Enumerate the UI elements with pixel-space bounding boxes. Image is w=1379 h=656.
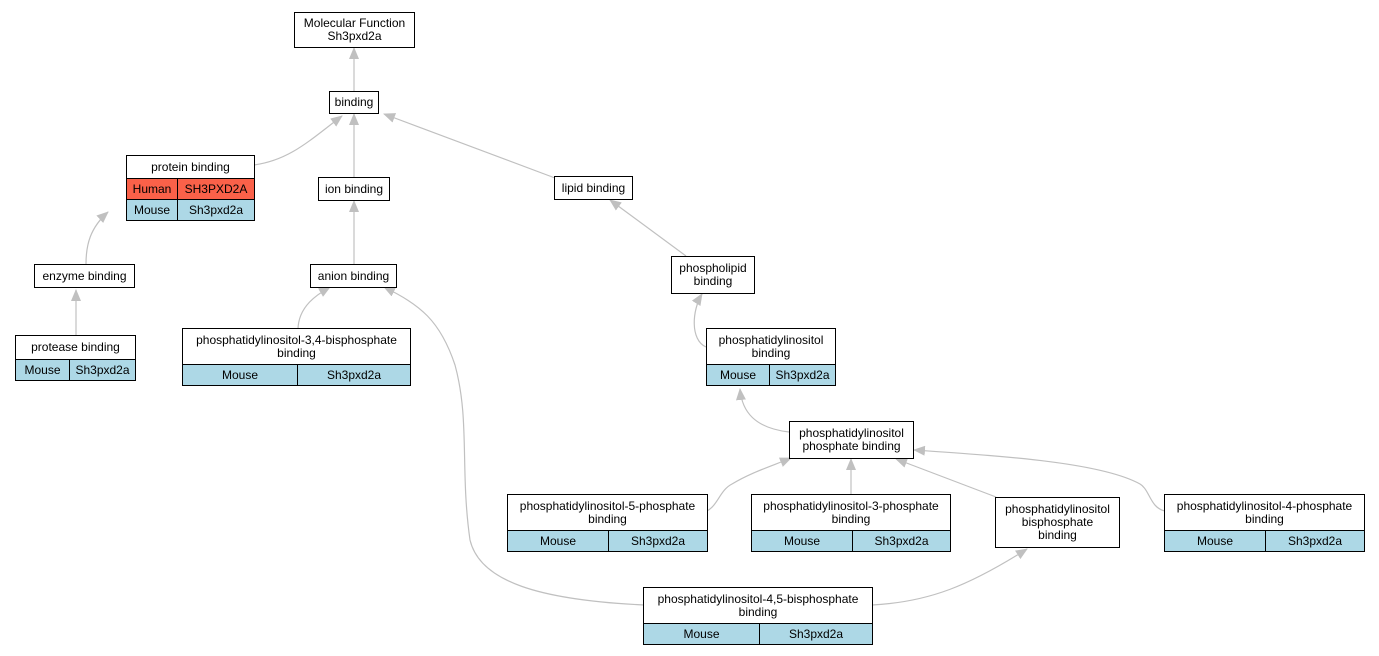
edge-pi-binding-to-phospholipid <box>691 293 707 348</box>
node-pi-binding-label-line-2: binding <box>751 345 791 360</box>
node-enzyme-binding-label: enzyme binding <box>42 268 127 283</box>
node-molecular-function[interactable]: Molecular Function Sh3pxd2a <box>294 12 415 48</box>
protein-binding-mouse-row: Mouse Sh3pxd2a <box>127 199 254 220</box>
organism-cell: Mouse <box>719 368 757 382</box>
node-pip-binding-label-line-2: phosphate binding <box>802 439 901 453</box>
edge-phospholipid-to-lipid-binding <box>609 199 687 257</box>
node-enzyme-binding[interactable]: enzyme binding <box>34 264 135 288</box>
edge-pibp-to-pip <box>895 458 997 498</box>
node-protein-binding[interactable]: protein binding Human SH3PXD2A Mouse Sh3… <box>126 155 255 221</box>
node-pi4p-label-line-1: phosphatidylinositol-4-phosphate <box>1176 498 1353 513</box>
node-pi34bp-label-line-2: binding <box>277 345 316 360</box>
protein-binding-human-row: Human SH3PXD2A <box>127 178 254 199</box>
organism-cell: Mouse <box>539 534 577 548</box>
node-protease-binding[interactable]: protease binding Mouse Sh3pxd2a <box>15 335 136 381</box>
pi34bp-mouse-row: Mouse Sh3pxd2a <box>183 364 410 385</box>
edge-pip-to-pi-binding <box>735 388 790 433</box>
edge-lipid-binding-to-binding <box>383 113 556 179</box>
organism-cell: Mouse <box>221 368 259 382</box>
edge-protein-binding-to-binding <box>253 115 343 166</box>
node-ion-binding[interactable]: ion binding <box>318 177 390 201</box>
node-phospholipid-binding-label-line-2: binding <box>693 274 733 288</box>
node-pibp-label-line-1: phosphatidylinositol <box>1005 502 1110 516</box>
edge-pi4p-to-pip <box>913 445 1166 512</box>
organism-cell: Mouse <box>1196 534 1234 548</box>
gene-cell: Sh3pxd2a <box>852 531 950 551</box>
node-pi34bp-binding[interactable]: phosphatidylinositol-3,4-bisphosphate bi… <box>182 328 411 386</box>
organism-cell: Mouse <box>683 627 720 641</box>
protease-binding-mouse-row: Mouse Sh3pxd2a <box>16 359 135 380</box>
node-pi3p-binding[interactable]: phosphatidylinositol-3-phosphate binding… <box>751 494 951 552</box>
edge-pi5p-to-pip <box>706 457 792 512</box>
gene-cell: Sh3pxd2a <box>177 200 254 220</box>
node-pi3p-label-line-1: phosphatidylinositol-3-phosphate <box>763 498 939 513</box>
organism-cell: Human <box>132 182 172 196</box>
pi45bp-mouse-row: Mouse Sh3pxd2a <box>644 623 872 644</box>
organism-cell: Mouse <box>783 534 821 548</box>
node-anion-binding-label: anion binding <box>317 268 390 283</box>
node-molecular-function-label-line-2: Sh3pxd2a <box>327 29 382 43</box>
node-binding-label: binding <box>334 95 374 109</box>
gene-cell: Sh3pxd2a <box>69 360 135 380</box>
gene-cell: Sh3pxd2a <box>297 365 410 385</box>
node-phospholipid-binding[interactable]: phospholipid binding <box>671 256 755 294</box>
node-phospholipid-binding-label-line-1: phospholipid <box>679 261 747 275</box>
node-pi34bp-label-line-1: phosphatidylinositol-3,4-bisphosphate <box>196 332 397 347</box>
pi3p-mouse-row: Mouse Sh3pxd2a <box>752 530 950 551</box>
node-pi-binding-label-line-1: phosphatidylinositol <box>718 332 824 347</box>
gene-cell: Sh3pxd2a <box>1265 531 1364 551</box>
node-pip-binding-label-line-1: phosphatidylinositol <box>799 426 904 440</box>
edge-pi34bp-to-anion-binding <box>297 286 331 331</box>
gene-cell: Sh3pxd2a <box>769 365 835 385</box>
node-lipid-binding[interactable]: lipid binding <box>554 176 633 200</box>
pi-binding-mouse-row: Mouse Sh3pxd2a <box>707 364 835 385</box>
node-pi5p-label-line-2: binding <box>588 511 627 526</box>
node-pibp-label-line-2: bisphosphate <box>1021 515 1094 529</box>
node-pi45bp-label-line-1: phosphatidylinositol-4,5-bisphosphate <box>657 591 859 606</box>
gene-cell: Sh3pxd2a <box>759 624 872 644</box>
gene-cell: Sh3pxd2a <box>608 531 707 551</box>
node-pip-binding[interactable]: phosphatidylinositol phosphate binding <box>789 421 914 459</box>
node-pibp-label-line-3: binding <box>1038 528 1077 542</box>
node-anion-binding[interactable]: anion binding <box>310 264 397 288</box>
pi5p-mouse-row: Mouse Sh3pxd2a <box>508 530 707 551</box>
node-protease-binding-label: protease binding <box>31 340 120 354</box>
node-pi4p-binding[interactable]: phosphatidylinositol-4-phosphate binding… <box>1164 494 1365 552</box>
node-lipid-binding-label: lipid binding <box>561 180 626 195</box>
edge-pi45bp-to-pibp <box>871 548 1028 606</box>
node-protein-binding-label: protein binding <box>151 159 230 174</box>
node-pi-binding[interactable]: phosphatidylinositol binding Mouse Sh3px… <box>706 328 836 386</box>
pi4p-mouse-row: Mouse Sh3pxd2a <box>1165 530 1364 551</box>
node-pi4p-label-line-2: binding <box>1245 511 1284 526</box>
node-pi45bp-binding[interactable]: phosphatidylinositol-4,5-bisphosphate bi… <box>643 587 873 645</box>
node-pibp-binding[interactable]: phosphatidylinositol bisphosphate bindin… <box>995 497 1120 548</box>
node-pi45bp-label-line-2: binding <box>738 604 778 619</box>
edge-enzyme-binding-to-protein-binding <box>85 211 109 265</box>
node-binding[interactable]: binding <box>329 91 379 114</box>
organism-cell: Mouse <box>24 363 61 377</box>
edge-pi45bp-to-anion-binding <box>383 286 645 606</box>
node-molecular-function-label-line-1: Molecular Function <box>303 16 406 30</box>
node-pi5p-label-line-1: phosphatidylinositol-5-phosphate <box>519 498 696 513</box>
node-pi5p-binding[interactable]: phosphatidylinositol-5-phosphate binding… <box>507 494 708 552</box>
node-pi3p-label-line-2: binding <box>831 511 871 526</box>
gene-cell: SH3PXD2A <box>177 179 254 199</box>
organism-cell: Mouse <box>133 203 171 217</box>
node-ion-binding-label: ion binding <box>324 181 384 196</box>
